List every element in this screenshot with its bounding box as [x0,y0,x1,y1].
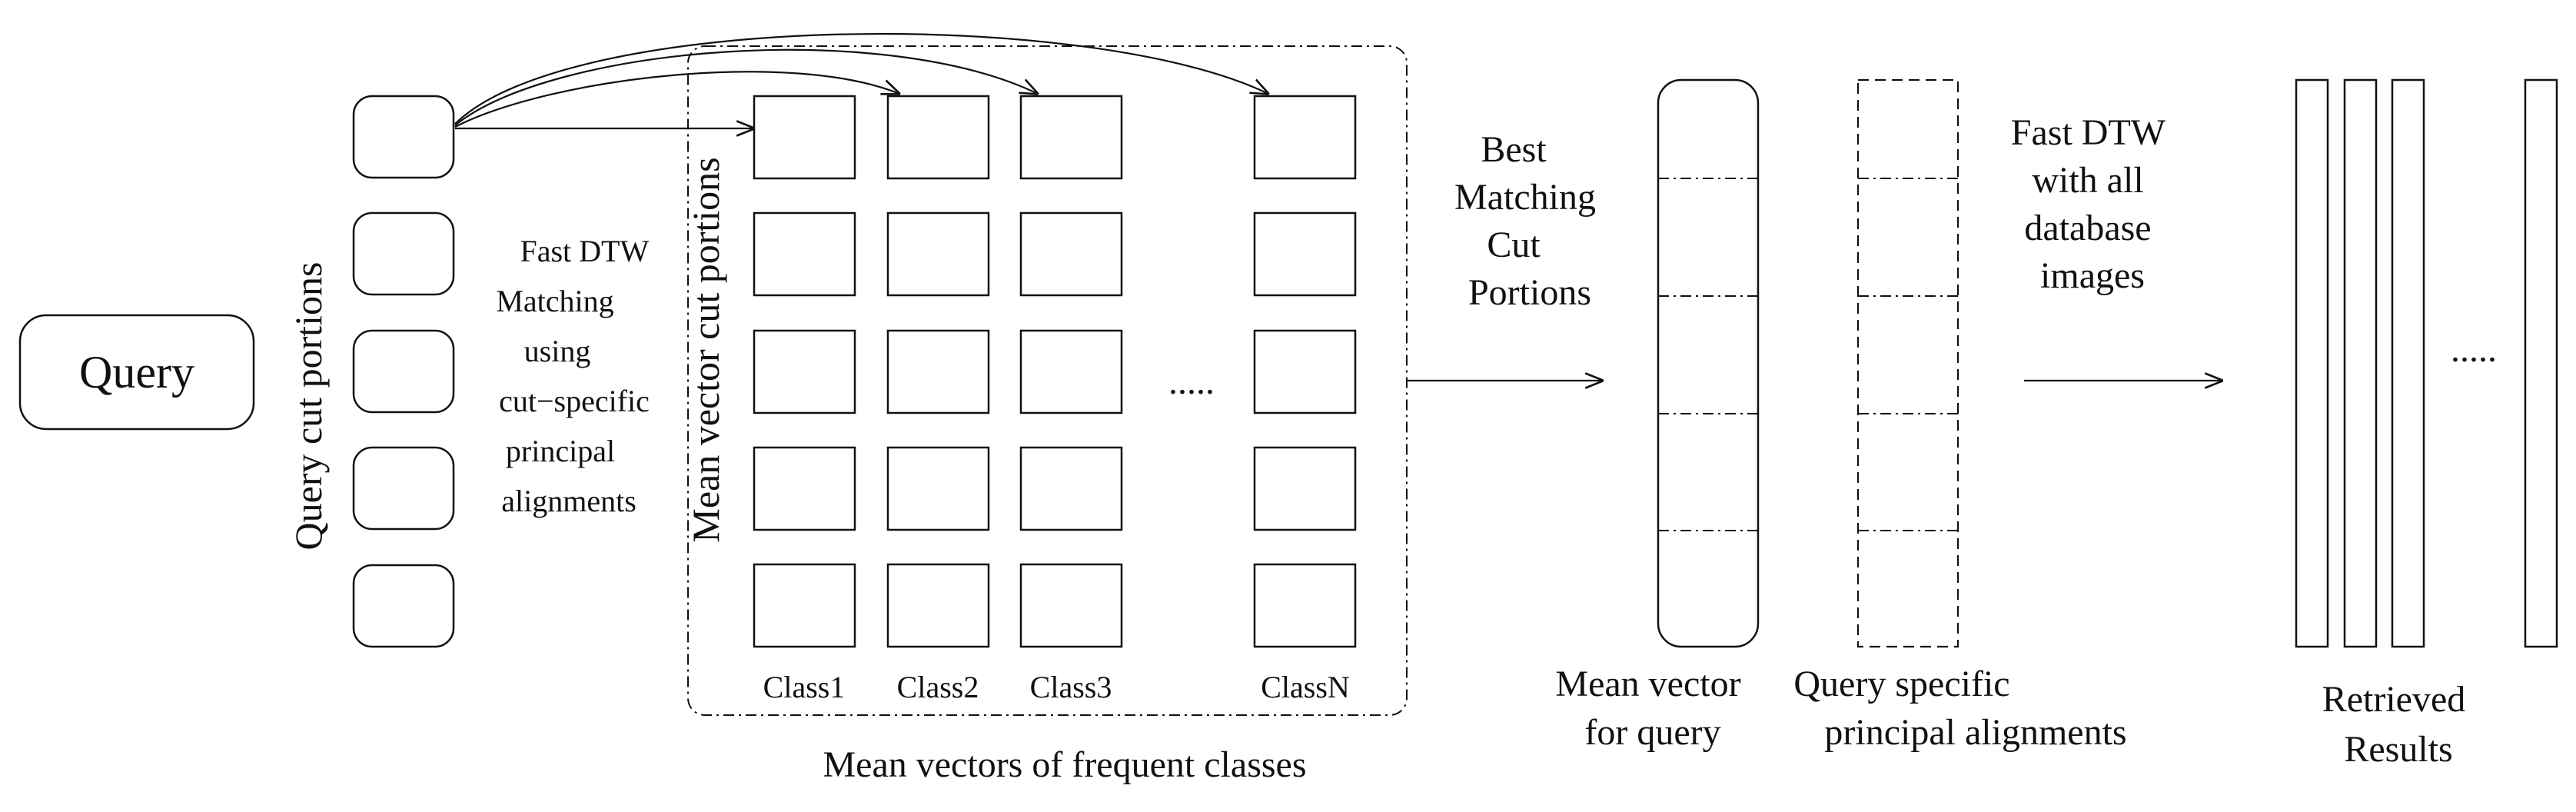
result-bar [2524,78,2558,648]
fast-dtw-all-text: Fast DTW with all database images [2011,112,2174,296]
result-bar [2295,78,2329,648]
best-matching-text: Best Matching Cut Portions [1454,129,1605,313]
grid-cell [1253,446,1357,531]
grid-cell [1019,563,1123,648]
grid-cell [886,446,990,531]
grid-cell [753,446,856,531]
query-cut-portion [352,95,455,179]
class-grid [753,95,1357,648]
mean-vector-for-query [1657,78,1760,648]
grid-cell [1019,446,1123,531]
class-label: Class3 [1030,670,1112,704]
fast-dtw-matching-text: Fast DTW Matching using cut−specific pri… [496,234,657,518]
query-cut-portion [352,446,455,531]
class-label: Class2 [897,670,979,704]
grid-cell [886,563,990,648]
grid-cell [753,329,856,414]
result-bar [2343,78,2378,648]
grid-cell [886,211,990,297]
alignment-column [1856,78,1959,648]
mean-vector-cut-portions-label: Mean vector cut portions [684,157,727,542]
mean-vectors-caption: Mean vectors of frequent classes [823,744,1306,785]
result-bar [2391,78,2425,648]
mean-vector-column [1657,78,1760,648]
matching-arrows [454,33,1268,128]
query-label: Query [79,347,194,398]
class-label: ClassN [1261,670,1350,704]
query-specific-alignments [1856,78,1959,648]
grid-cell [1019,329,1123,414]
arrow-to-class3 [454,48,1038,126]
grid-cell [1253,211,1357,297]
arrow-to-class2 [454,71,899,128]
query-cut-portion [352,211,455,296]
grid-cell [753,95,856,180]
arrow-to-classn [454,33,1268,125]
grid-cell [1019,211,1123,297]
query-cut-portion [352,329,455,414]
grid-ellipsis: ..... [1168,361,1215,402]
results-ellipsis: ..... [2451,329,2497,370]
query-specific-label: Query specific principal alignments [1793,664,2126,753]
grid-cell [1253,329,1357,414]
grid-cell [886,329,990,414]
grid-cell [1019,95,1123,180]
grid-cell [886,95,990,180]
class-label: Class1 [763,670,846,704]
grid-cell [1253,563,1357,648]
retrieved-results [2295,78,2558,648]
query-cut-portion-boxes [352,95,455,648]
grid-cell [1253,95,1357,180]
grid-cell [753,211,856,297]
query-cut-portions-label: Query cut portions [287,262,330,551]
retrieved-results-label: Retrieved Results [2322,679,2475,770]
query-box [18,314,255,431]
mean-vector-for-query-label: Mean vector for query [1555,664,1750,753]
grid-cell [753,563,856,648]
query-cut-portion [352,564,455,648]
